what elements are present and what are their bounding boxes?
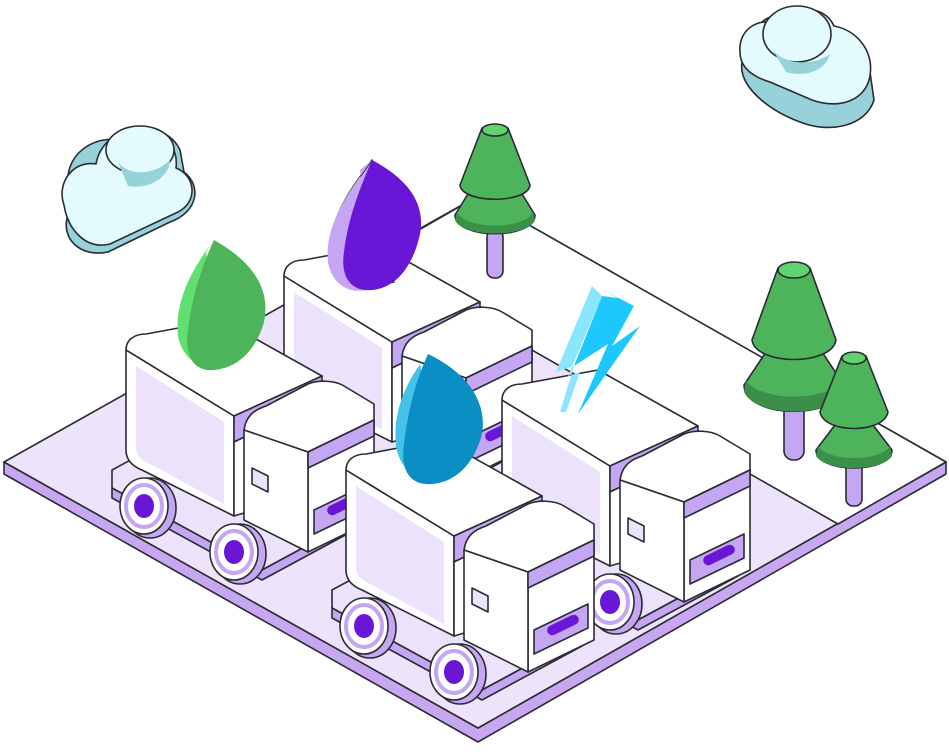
tree-icon <box>454 123 536 279</box>
electric-bolt-icon <box>556 286 640 414</box>
blue-fuel-drop-icon <box>395 354 483 485</box>
tree-icon <box>743 261 845 461</box>
purple-fuel-drop-icon <box>327 159 422 291</box>
cloud-icon <box>61 125 196 254</box>
tree-icon <box>815 351 893 507</box>
green-fuel-drop-icon <box>177 240 266 371</box>
cloud-icon <box>739 5 875 129</box>
